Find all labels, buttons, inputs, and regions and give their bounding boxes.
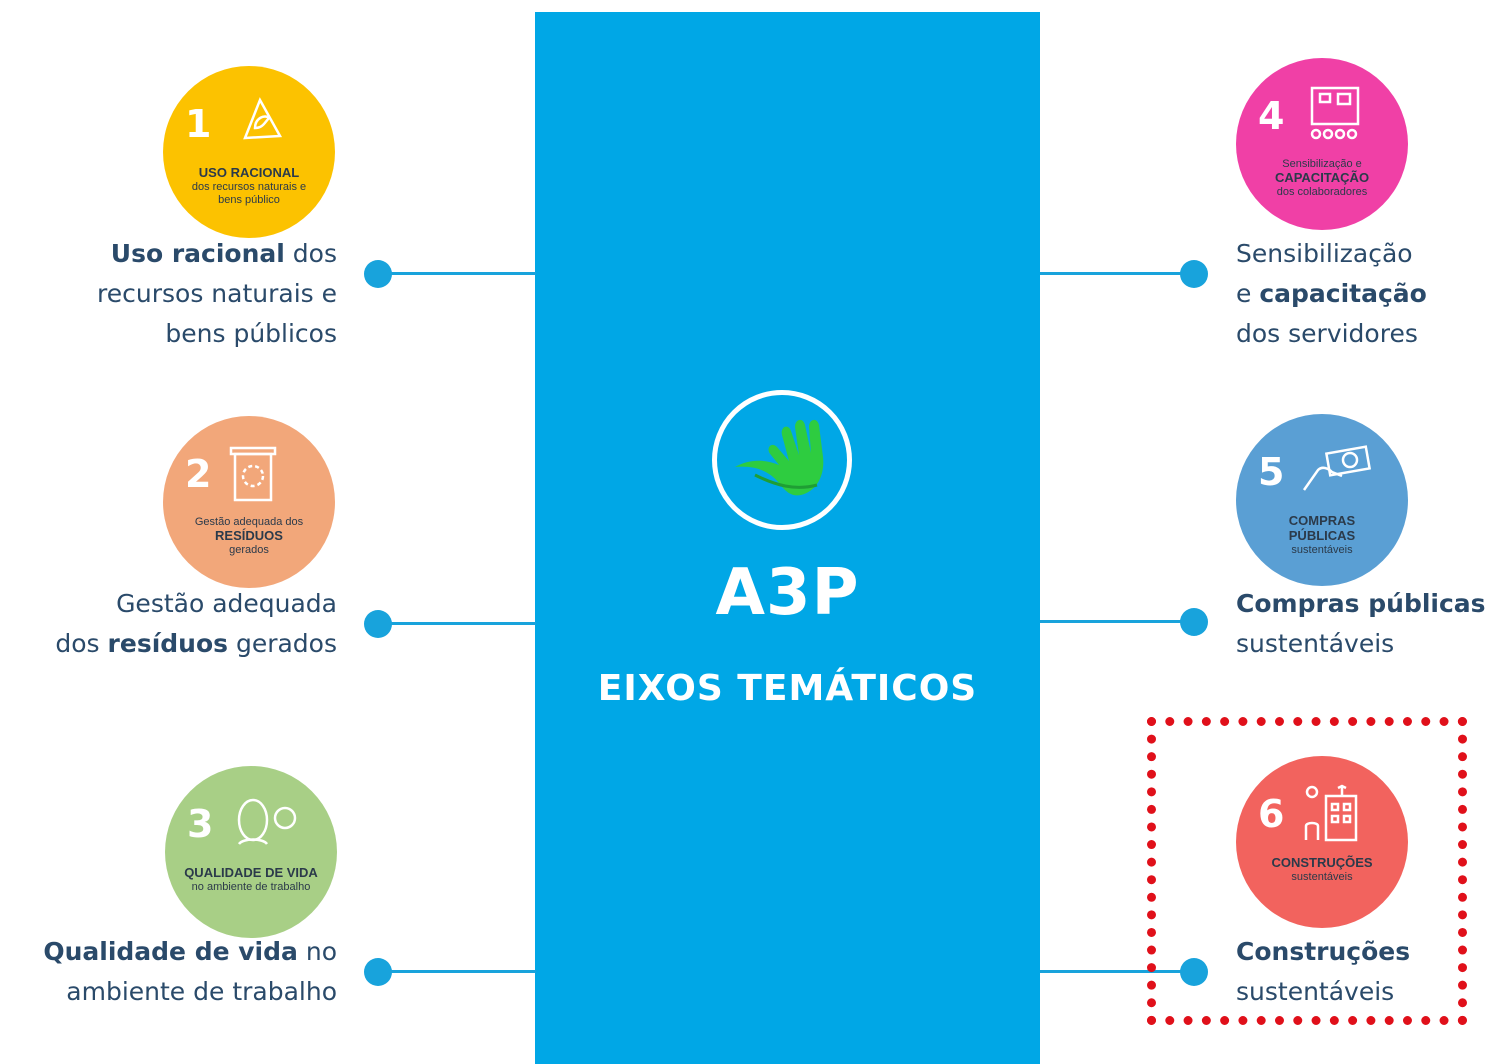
connector-line [378, 622, 536, 625]
panel-subtitle: EIXOS TEMÁTICOS [597, 668, 978, 709]
axis-3-badge: 3 QUALIDADE DE VIDA no ambiente de traba… [165, 766, 337, 938]
badge-caption: USO RACIONAL dos recursos naturais e ben… [191, 165, 307, 206]
axis-4-badge: 4 Sensibilização e CAPACITAÇÃO dos colab… [1236, 58, 1408, 230]
connector-line [1040, 970, 1192, 973]
recycle-leaf-icon [225, 88, 295, 162]
axis-2-badge: 2 Gestão adequada dos RESÍDUOS gerados [163, 416, 335, 588]
axis-4-label: Sensibilização e capacitação dos servido… [1236, 239, 1427, 348]
axis-6-badge: 6 CONSTRUÇÕES sustentáveis [1236, 756, 1408, 928]
hand-money-icon [1298, 436, 1378, 510]
axis-3-label: Qualidade de vida no ambiente de trabalh… [43, 937, 337, 1006]
axis-number: 5 [1258, 450, 1285, 494]
axis-2-label: Gestão adequada dos resíduos gerados [55, 589, 337, 658]
connector-line [1040, 272, 1192, 275]
logo-text: A3P [715, 556, 860, 630]
training-board-icon [1298, 80, 1368, 154]
axis-6-label: Construções sustentáveis [1236, 937, 1411, 1006]
center-panel: A3P EIXOS TEMÁTICOS [535, 12, 1040, 1064]
badge-caption: QUALIDADE DE VIDA no ambiente de trabalh… [184, 865, 318, 893]
highlight-box [1147, 717, 1467, 1025]
a3p-logo-icon [712, 390, 852, 530]
trash-bin-icon [225, 438, 295, 512]
axis-5-badge: 5 COMPRAS PÚBLICAS sustentáveis [1236, 414, 1408, 586]
badge-caption: CONSTRUÇÕES sustentáveis [1271, 855, 1373, 883]
connector-line [378, 272, 536, 275]
badge-caption: Sensibilização e CAPACITAÇÃO dos colabor… [1274, 158, 1370, 198]
axis-1-badge: 1 USO RACIONAL dos recursos naturais e b… [163, 66, 335, 238]
axis-number: 4 [1258, 94, 1285, 138]
badge-caption: Gestão adequada dos RESÍDUOS gerados [194, 516, 304, 556]
badge-caption: COMPRAS PÚBLICAS sustentáveis [1288, 513, 1356, 556]
connector-line [378, 970, 536, 973]
person-face-icon [227, 788, 307, 862]
axis-5-label: Compras públicas sustentáveis [1236, 589, 1486, 658]
axis-number: 1 [185, 102, 212, 146]
axis-number: 3 [187, 802, 214, 846]
axis-1-label: Uso racional dos recursos naturais e ben… [97, 239, 337, 348]
axis-number: 6 [1258, 792, 1285, 836]
axis-number: 2 [185, 452, 212, 496]
building-plant-icon [1298, 778, 1368, 852]
connector-line [1040, 620, 1192, 623]
